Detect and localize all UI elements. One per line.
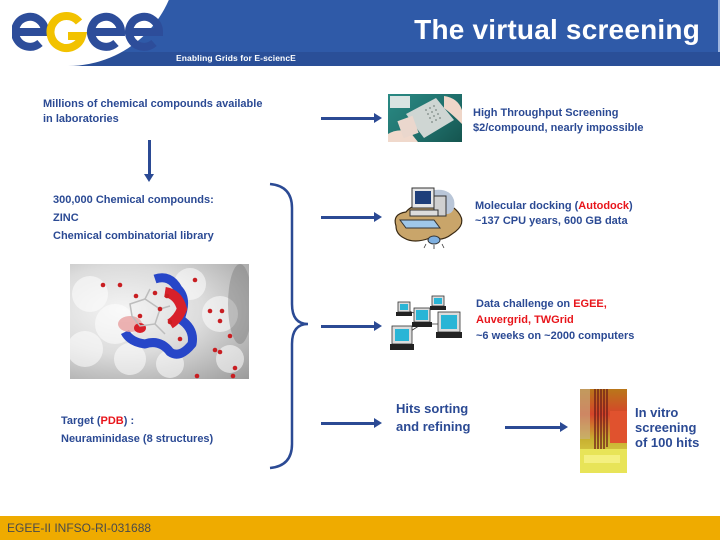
docking-line1: Molecular docking (Autodock) [475, 199, 633, 214]
hts-line1: High Throughput Screening [473, 107, 619, 119]
data-challenge-line3: ~6 weeks on ~2000 computers [476, 330, 635, 342]
data-challenge-prefix: Data challenge on [476, 298, 574, 310]
lab-plate-photo [388, 94, 462, 142]
hits-text: Hits sorting and refining [396, 400, 470, 436]
library-line1: 300,000 Chemical compounds: [53, 194, 214, 206]
target-suffix: ) : [123, 415, 135, 427]
hts-text: High Throughput Screening $2/compound, n… [473, 106, 644, 136]
data-challenge-line1: Data challenge on EGEE, [476, 296, 634, 312]
docking-prefix: Molecular docking ( [475, 200, 579, 212]
source-text: Millions of chemical compounds available… [43, 97, 262, 127]
arrow-to-in-vitro [505, 422, 568, 432]
header-bar: Enabling Grids for E-sciencE The virtual… [0, 0, 720, 66]
header-subbar [0, 52, 720, 66]
arrow-to-hits [321, 418, 382, 428]
target-text: Target (PDB) : Neuraminidase (8 structur… [61, 412, 213, 448]
target-line1: Target (PDB) : [61, 412, 213, 430]
pdb-highlight: PDB [100, 415, 124, 427]
source-line2: in laboratories [43, 113, 119, 125]
source-line1: Millions of chemical compounds available [43, 98, 263, 110]
docking-suffix: ) [629, 200, 633, 212]
library-text: 300,000 Chemical compounds: ZINC Chemica… [53, 191, 214, 245]
footer-text: EGEE-II INFSO-RI-031688 [7, 521, 152, 535]
library-line3: Chemical combinatorial library [53, 230, 214, 242]
hits-line1: Hits sorting [396, 401, 469, 416]
computer-clipart [390, 184, 470, 250]
header-edge [718, 0, 720, 52]
down-arrow [144, 140, 154, 182]
in-vitro-line2: screening [635, 420, 697, 435]
egee-logo [12, 6, 168, 58]
tagline: Enabling Grids for E-sciencE [176, 53, 296, 63]
data-challenge-text: Data challenge on EGEE, Auvergrid, TWGri… [476, 296, 634, 344]
docking-text: Molecular docking (Autodock) ~137 CPU ye… [475, 199, 633, 229]
in-vitro-line1: In vitro [635, 405, 679, 420]
hits-line2: and refining [396, 419, 471, 434]
target-line2: Neuraminidase (8 structures) [61, 433, 214, 445]
footer-bar: EGEE-II INFSO-RI-031688 [0, 516, 720, 540]
network-computers-clipart [388, 294, 464, 352]
arrow-to-docking [321, 212, 382, 222]
library-line2: ZINC [53, 212, 79, 224]
grids-highlight: Auvergrid, TWGrid [476, 314, 574, 326]
curly-brace-icon [269, 182, 308, 470]
hts-line2: $2/compound, nearly impossible [473, 122, 644, 134]
docking-line2: ~137 CPU years, 600 GB data [475, 215, 628, 227]
page-title: The virtual screening [414, 14, 700, 45]
in-vitro-text: In vitro screening of 100 hits [635, 405, 699, 450]
in-vitro-line3: of 100 hits [635, 435, 700, 450]
autodock-highlight: Autodock [578, 200, 630, 212]
arrow-to-hts [321, 113, 382, 123]
protein-surface-image [70, 264, 249, 379]
egee-logo-icon [12, 12, 164, 52]
arrow-to-data-challenge [321, 321, 382, 331]
egee-highlight: EGEE, [573, 298, 607, 310]
target-prefix: Target ( [61, 415, 101, 427]
robot-pipette-photo [580, 389, 627, 473]
